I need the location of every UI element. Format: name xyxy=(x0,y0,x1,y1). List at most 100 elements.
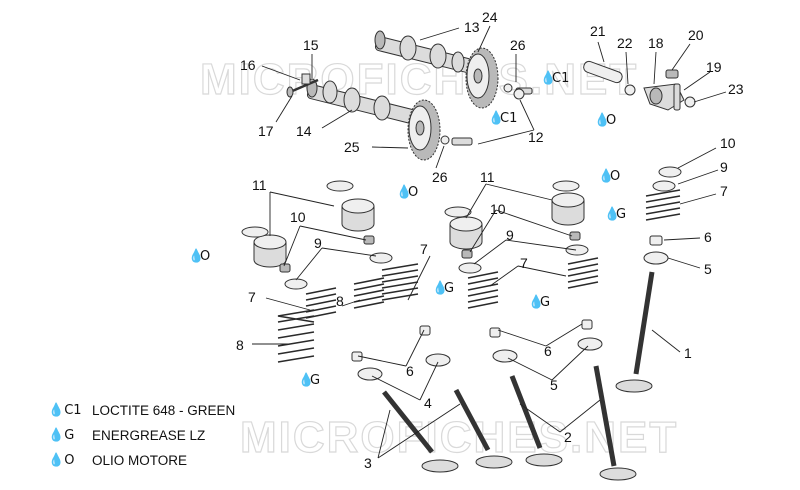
spring-cap-left-a xyxy=(284,278,308,290)
seal-far-right xyxy=(649,235,663,246)
gear-bolt-upper xyxy=(503,83,533,100)
callout-8-left-b: 8 xyxy=(236,337,244,353)
symbol-g-right-b: G xyxy=(540,295,550,310)
callout-9-left: 9 xyxy=(314,235,322,251)
spring-cap-right-a xyxy=(458,262,482,274)
legend-text: LOCTITE 648 - GREEN xyxy=(92,403,236,418)
bucket-tappet-right-a xyxy=(449,216,483,250)
shim-right-b xyxy=(552,180,580,192)
callout-10-left: 10 xyxy=(290,209,306,225)
drop-icon: 💧 xyxy=(528,294,544,310)
camshaft-upper xyxy=(374,30,473,73)
drop-icon: 💧 xyxy=(488,110,504,126)
legend: 💧C1 LOCTITE 648 - GREEN 💧G ENERGREASE LZ… xyxy=(48,398,348,473)
legend-row-o: 💧O OLIO MOTORE xyxy=(48,448,348,473)
collet-right-a xyxy=(461,249,473,259)
callout-1: 1 xyxy=(684,345,692,361)
valve-right-a xyxy=(509,375,563,467)
drop-icon: 💧 xyxy=(432,280,448,296)
callout-2: 2 xyxy=(564,429,572,445)
callout-21: 21 xyxy=(590,23,606,39)
spring-cap-left-b xyxy=(369,252,393,264)
callout-11-left: 11 xyxy=(252,177,267,193)
shaft-washer xyxy=(624,84,636,96)
callout-9-right: 9 xyxy=(720,159,728,175)
decompressor-pin xyxy=(286,73,319,98)
shim-left-b xyxy=(326,180,354,192)
callout-7-right: 7 xyxy=(720,183,728,199)
spring-far-right xyxy=(645,189,681,221)
bucket-tappet-left-b xyxy=(341,198,375,232)
adjuster-nut xyxy=(665,69,679,79)
callout-16: 16 xyxy=(240,57,256,73)
drop-icon: 💧 xyxy=(594,112,610,128)
callout-4: 4 xyxy=(424,395,432,411)
spring-right-b xyxy=(567,257,599,289)
callout-8-left-a: 8 xyxy=(336,293,344,309)
drop-icon: 💧 xyxy=(298,372,314,388)
spring-cap-right-b xyxy=(565,244,589,256)
callout-23: 23 xyxy=(728,81,744,97)
seat-left-a xyxy=(357,367,383,381)
callout-13: 13 xyxy=(464,19,480,35)
seat-far-right xyxy=(643,251,669,265)
spring-inner-left-b xyxy=(353,277,385,309)
valve-right-b xyxy=(593,365,637,481)
callout-26-lower: 26 xyxy=(432,169,448,185)
gear-bolt-lower xyxy=(440,135,473,146)
symbol-o-rocker: O xyxy=(606,113,616,128)
callout-9-right-b: 9 xyxy=(506,227,514,243)
seal-left-b xyxy=(419,325,431,336)
legend-text: OLIO MOTORE xyxy=(92,453,188,468)
drop-icon: 💧 xyxy=(598,168,614,184)
symbol-g-left: G xyxy=(310,373,320,388)
callout-25: 25 xyxy=(344,139,360,155)
callout-24: 24 xyxy=(482,9,498,25)
adjuster-washer xyxy=(684,96,696,108)
shim-right-a xyxy=(444,206,472,218)
symbol-g-right: G xyxy=(616,207,626,222)
seat-left-b xyxy=(425,353,451,367)
rocker-shaft xyxy=(583,60,623,84)
callout-6-right-b: 6 xyxy=(544,343,552,359)
callout-11-right: 11 xyxy=(480,169,495,185)
drop-icon: 💧 xyxy=(396,184,412,200)
spring-right-a xyxy=(467,271,499,309)
symbol-o-right-tappet: O xyxy=(610,169,620,184)
callout-10-right-b: 10 xyxy=(490,201,506,217)
callout-numbers: 13 24 15 16 17 14 25 26 26 12 21 22 18 2… xyxy=(236,9,744,471)
seat-right-b xyxy=(577,337,603,351)
drop-icon: 💧 xyxy=(188,248,204,264)
camshaft-gear-lower xyxy=(407,99,441,161)
collet-right-b xyxy=(569,231,581,241)
lubricant-symbols: 💧 C1 💧 C1 💧 O 💧 O 💧 O 💧 G 💧 O 💧 G 💧 G 💧 … xyxy=(188,70,626,388)
callout-7-left-a: 7 xyxy=(420,241,428,257)
legend-symbol: 💧O xyxy=(48,453,75,468)
callout-18: 18 xyxy=(648,35,664,51)
spring-outer-left-b xyxy=(381,263,419,301)
collet-left-a xyxy=(279,263,291,273)
legend-row-g: 💧G ENERGREASE LZ xyxy=(48,423,348,448)
spring-cap-far-right xyxy=(652,180,676,192)
adjuster-screw xyxy=(673,83,681,111)
callout-10-right: 10 xyxy=(720,135,736,151)
legend-row-c1: 💧C1 LOCTITE 648 - GREEN xyxy=(48,398,348,423)
legend-symbol: 💧C1 xyxy=(48,403,82,418)
symbol-o-left-tappet: O xyxy=(408,185,418,200)
valve-left-a xyxy=(382,390,459,473)
symbol-c1-lower: C1 xyxy=(500,111,517,126)
callout-15: 15 xyxy=(303,37,319,53)
drop-icon: 💧 xyxy=(540,70,556,86)
watermark-top: MICROFICHES.NET xyxy=(200,55,638,104)
spring-inner-left-a xyxy=(305,287,337,319)
valve-far-right xyxy=(615,271,655,393)
callout-22: 22 xyxy=(617,35,633,51)
callout-7-right-b: 7 xyxy=(520,255,528,271)
callout-14: 14 xyxy=(296,123,312,139)
callout-5-right-b: 5 xyxy=(550,377,558,393)
symbol-c1-upper: C1 xyxy=(552,71,569,86)
callout-12: 12 xyxy=(528,129,544,145)
callout-20: 20 xyxy=(688,27,704,43)
valve-left-b xyxy=(453,388,513,469)
